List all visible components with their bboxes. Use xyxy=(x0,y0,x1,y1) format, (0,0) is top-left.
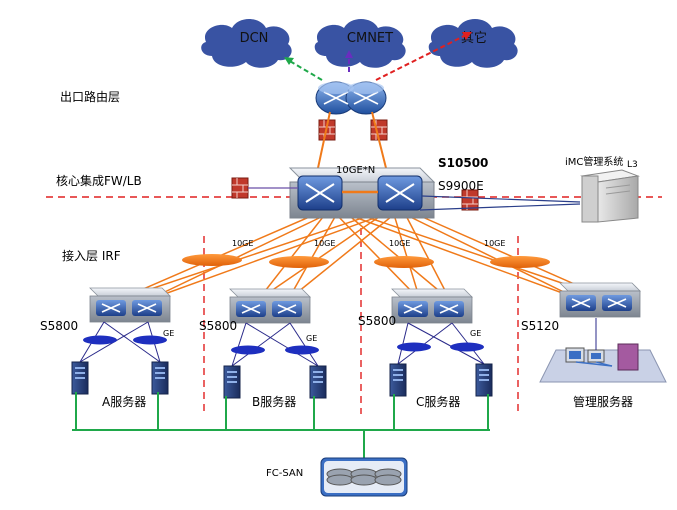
ge-label: GE xyxy=(163,329,174,338)
imc-server xyxy=(580,169,640,223)
san-links xyxy=(72,392,490,458)
core-access-links xyxy=(117,207,607,301)
access-switch-model: S5800 xyxy=(199,319,237,333)
layer-label-core: 核心集成FW/LB xyxy=(56,173,142,188)
layer-label-access: 接入层 IRF xyxy=(62,248,121,263)
egress-routers xyxy=(315,81,387,115)
server-icon xyxy=(475,363,493,397)
access-switch-a xyxy=(89,287,171,323)
access-link-label: 10GE xyxy=(232,239,253,248)
cloud-other: 其它 xyxy=(428,19,518,68)
egress-arrows xyxy=(284,32,472,81)
core-model-main: S10500 xyxy=(438,156,488,170)
imc-label: iMC管理系统 xyxy=(565,155,623,168)
imc-suffix: L3 xyxy=(627,160,638,170)
ge-label: GE xyxy=(306,334,317,343)
access-link-label: 10GE xyxy=(314,239,335,248)
server-group-label: C服务器 xyxy=(416,394,460,409)
cloud-cmnet: CMNET xyxy=(314,19,406,68)
core-switch xyxy=(288,167,436,219)
ge-label: GE xyxy=(470,329,481,338)
management-servers xyxy=(539,318,667,383)
access-link-label: 10GE xyxy=(389,239,410,248)
fc-san-storage xyxy=(320,457,408,497)
server-icon xyxy=(389,363,407,397)
core-link-label: 10GE*N xyxy=(336,165,375,176)
server-icon xyxy=(71,361,89,395)
firewall-icon xyxy=(231,177,249,199)
server-group-label: B服务器 xyxy=(252,394,296,409)
cloud-dcn: DCN xyxy=(201,19,292,68)
access-link-label: 10GE xyxy=(484,239,505,248)
ge-aggregation-ovals xyxy=(83,335,484,355)
cloud-dcn-label: DCN xyxy=(240,31,269,46)
access-switch-c xyxy=(391,288,473,324)
link-aggregation-ovals xyxy=(182,254,550,268)
server-icon xyxy=(223,365,241,399)
access-switch-mgmt xyxy=(559,282,641,318)
access-switch-model: S5800 xyxy=(40,319,78,333)
access-switch-model: S5120 xyxy=(521,319,559,333)
firewall-icon xyxy=(461,189,479,211)
server-group-label: 管理服务器 xyxy=(573,394,633,409)
server-icon xyxy=(309,365,327,399)
layer-label-egress: 出口路由层 xyxy=(60,89,120,104)
server-icon xyxy=(151,361,169,395)
server-group-label: A服务器 xyxy=(102,394,146,409)
access-switch-model: S5800 xyxy=(358,314,396,328)
access-switch-b xyxy=(229,288,311,324)
cloud-cmnet-label: CMNET xyxy=(347,31,393,46)
fc-san-label: FC-SAN xyxy=(266,468,303,479)
